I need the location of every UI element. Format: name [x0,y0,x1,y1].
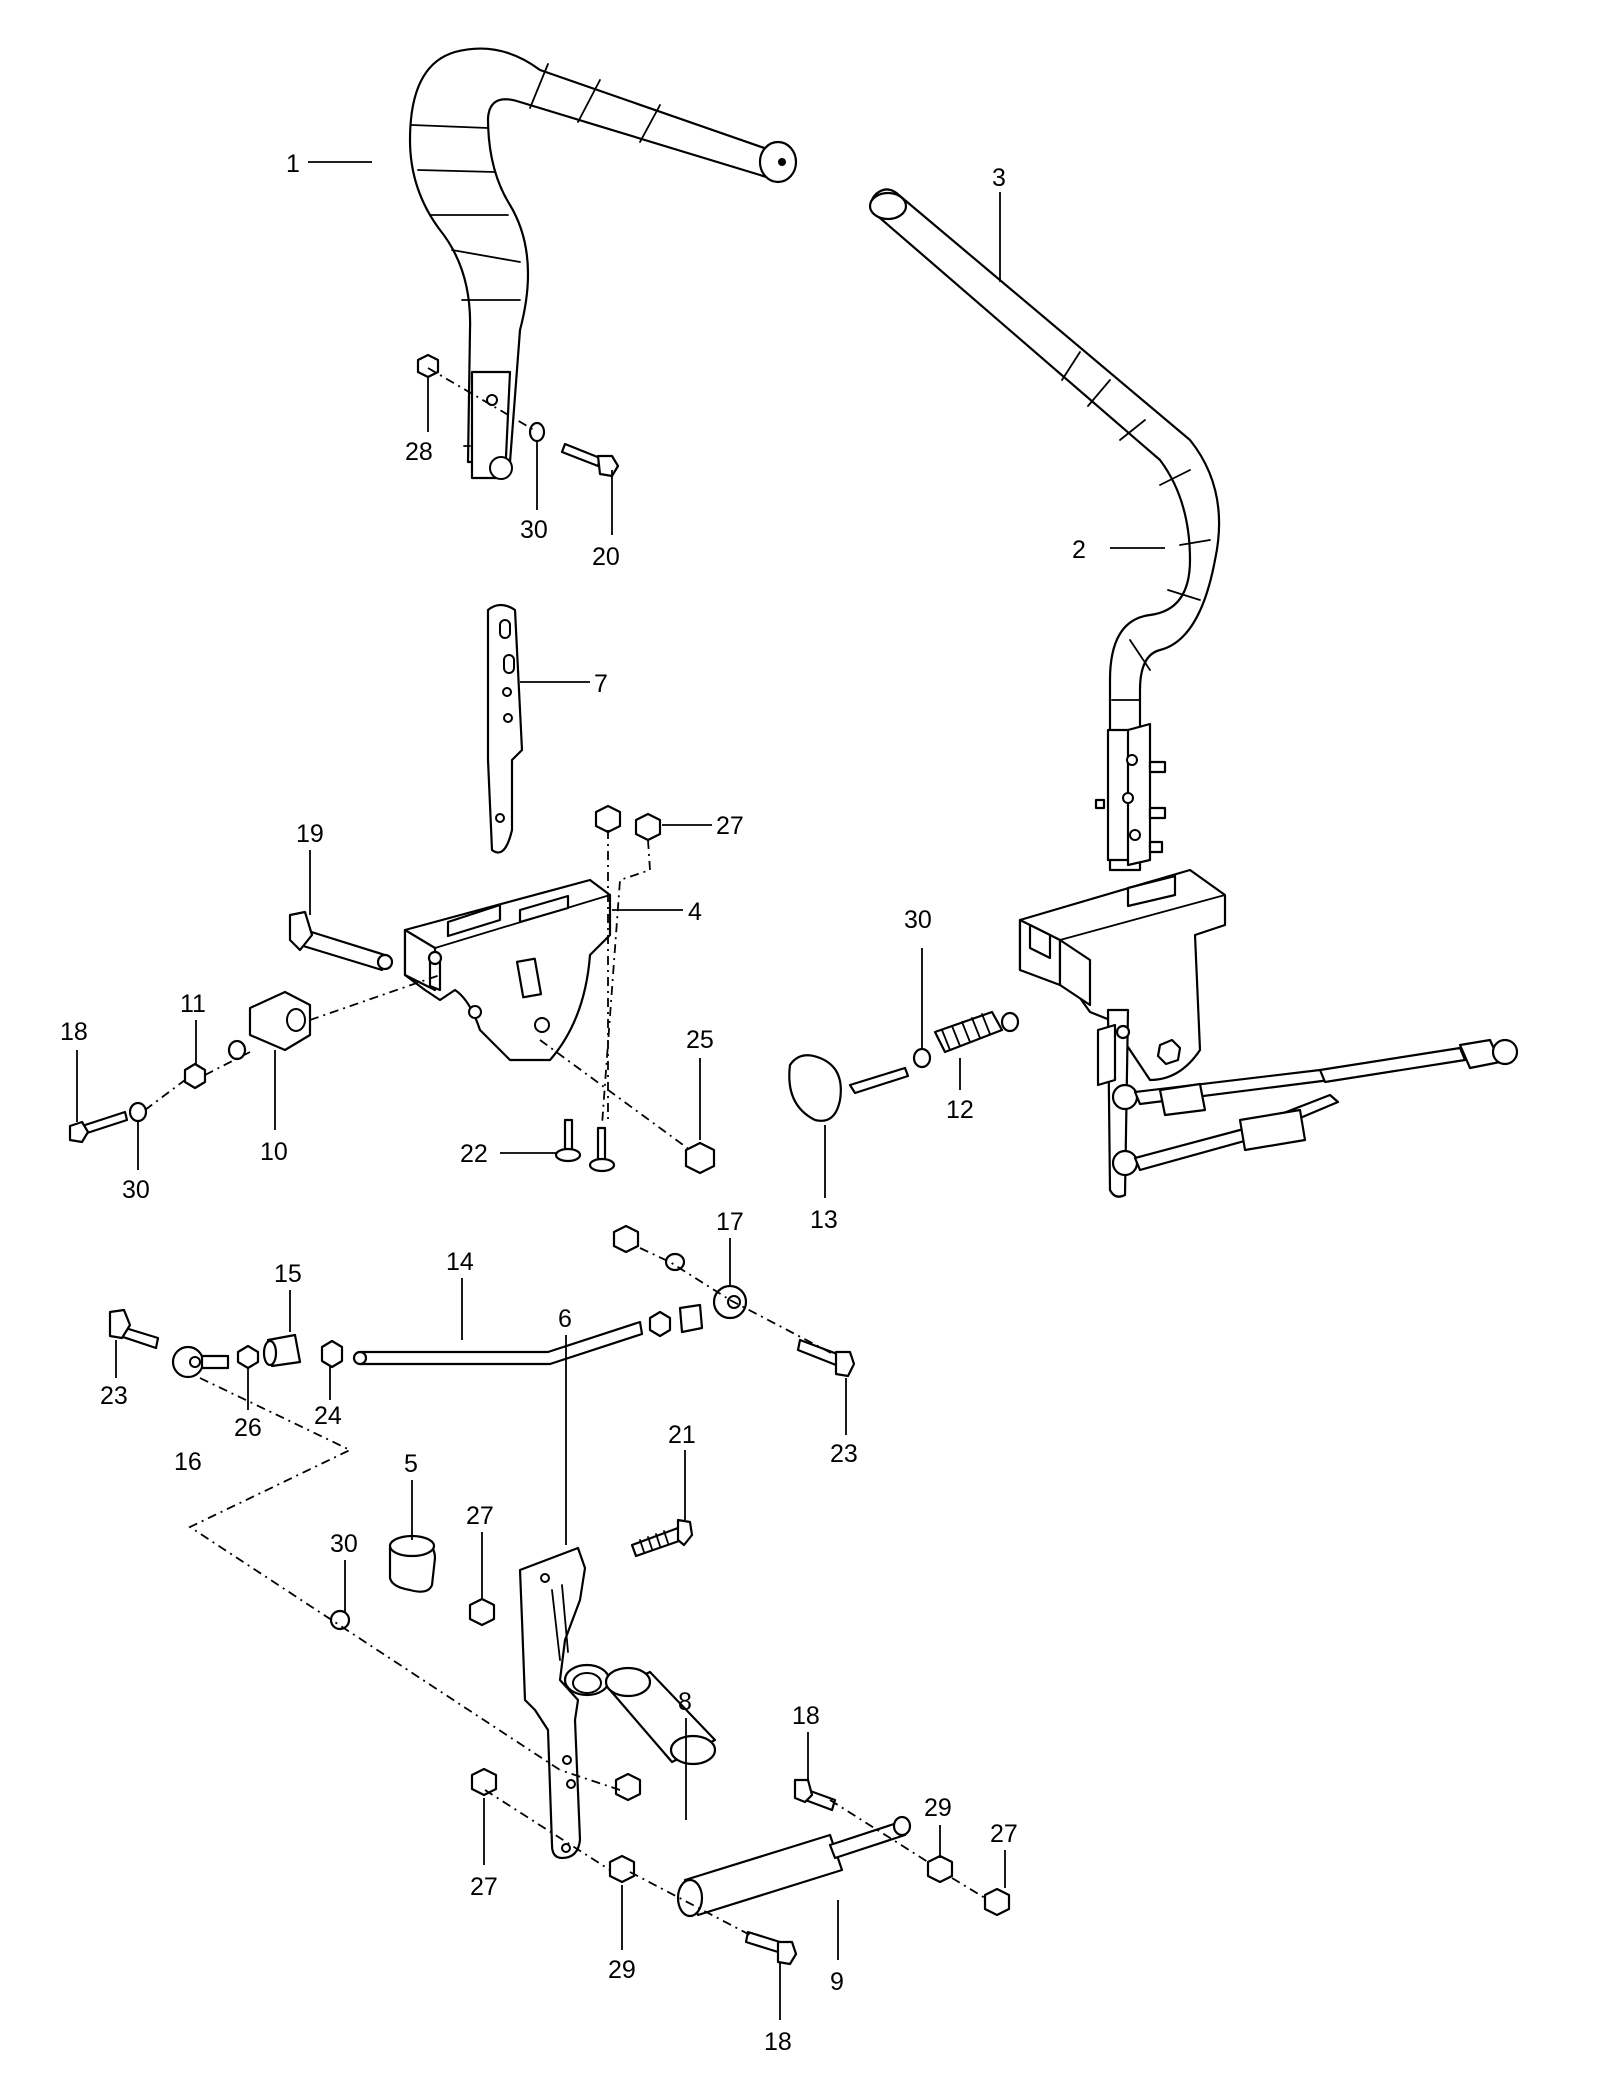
callout-18a: 18 [60,1018,88,1046]
callout-8: 8 [678,1688,692,1716]
callout-18b: 18 [792,1702,820,1730]
callout-10: 10 [260,1138,288,1166]
callout-27b: 27 [466,1502,494,1530]
bracket [403,878,612,1062]
callout-1: 1 [286,150,300,178]
callout-9: 9 [830,1968,844,1996]
callout-19: 19 [296,820,324,848]
callout-24: 24 [314,1402,342,1430]
callout-21: 21 [668,1421,696,1449]
handle-left [408,47,798,480]
callout-23b: 23 [830,1440,858,1468]
callout-16: 16 [174,1448,202,1476]
callout-29b: 29 [924,1794,952,1822]
callout-22: 22 [460,1140,488,1168]
callout-30c: 30 [904,906,932,934]
callout-29a: 29 [608,1956,636,1984]
callout-26: 26 [234,1414,262,1442]
adjustment-plate [486,603,524,854]
handle-right [868,188,1221,872]
callout-27d: 27 [990,1820,1018,1848]
callout-27c: 27 [470,1873,498,1901]
callout-28: 28 [405,438,433,466]
callout-30b: 30 [122,1176,150,1204]
callout-17: 17 [716,1208,744,1236]
callout-2: 2 [1072,536,1086,564]
callout-20: 20 [592,543,620,571]
callout-13: 13 [810,1206,838,1234]
callout-4: 4 [688,898,702,926]
hardware [68,353,1020,1966]
callout-6: 6 [558,1305,572,1333]
callout-labels: 1 2 3 4 5 6 7 8 9 10 11 12 13 14 15 16 1… [60,150,1086,2056]
callout-14: 14 [446,1248,474,1276]
callout-12: 12 [946,1096,974,1124]
callout-30a: 30 [520,516,548,544]
leader-lines [76,161,1165,2020]
callout-11: 11 [180,990,206,1018]
callout-23a: 23 [100,1382,128,1410]
callout-5: 5 [404,1450,418,1478]
right-pivot-assembly [1018,868,1519,1198]
callout-30d: 30 [330,1530,358,1558]
callout-15: 15 [274,1260,302,1288]
callout-27a: 27 [716,812,744,840]
callout-25: 25 [686,1026,714,1054]
callout-7: 7 [594,670,608,698]
assembly-lines [144,367,986,1937]
callout-3: 3 [992,164,1006,192]
callout-18c: 18 [764,2028,792,2056]
